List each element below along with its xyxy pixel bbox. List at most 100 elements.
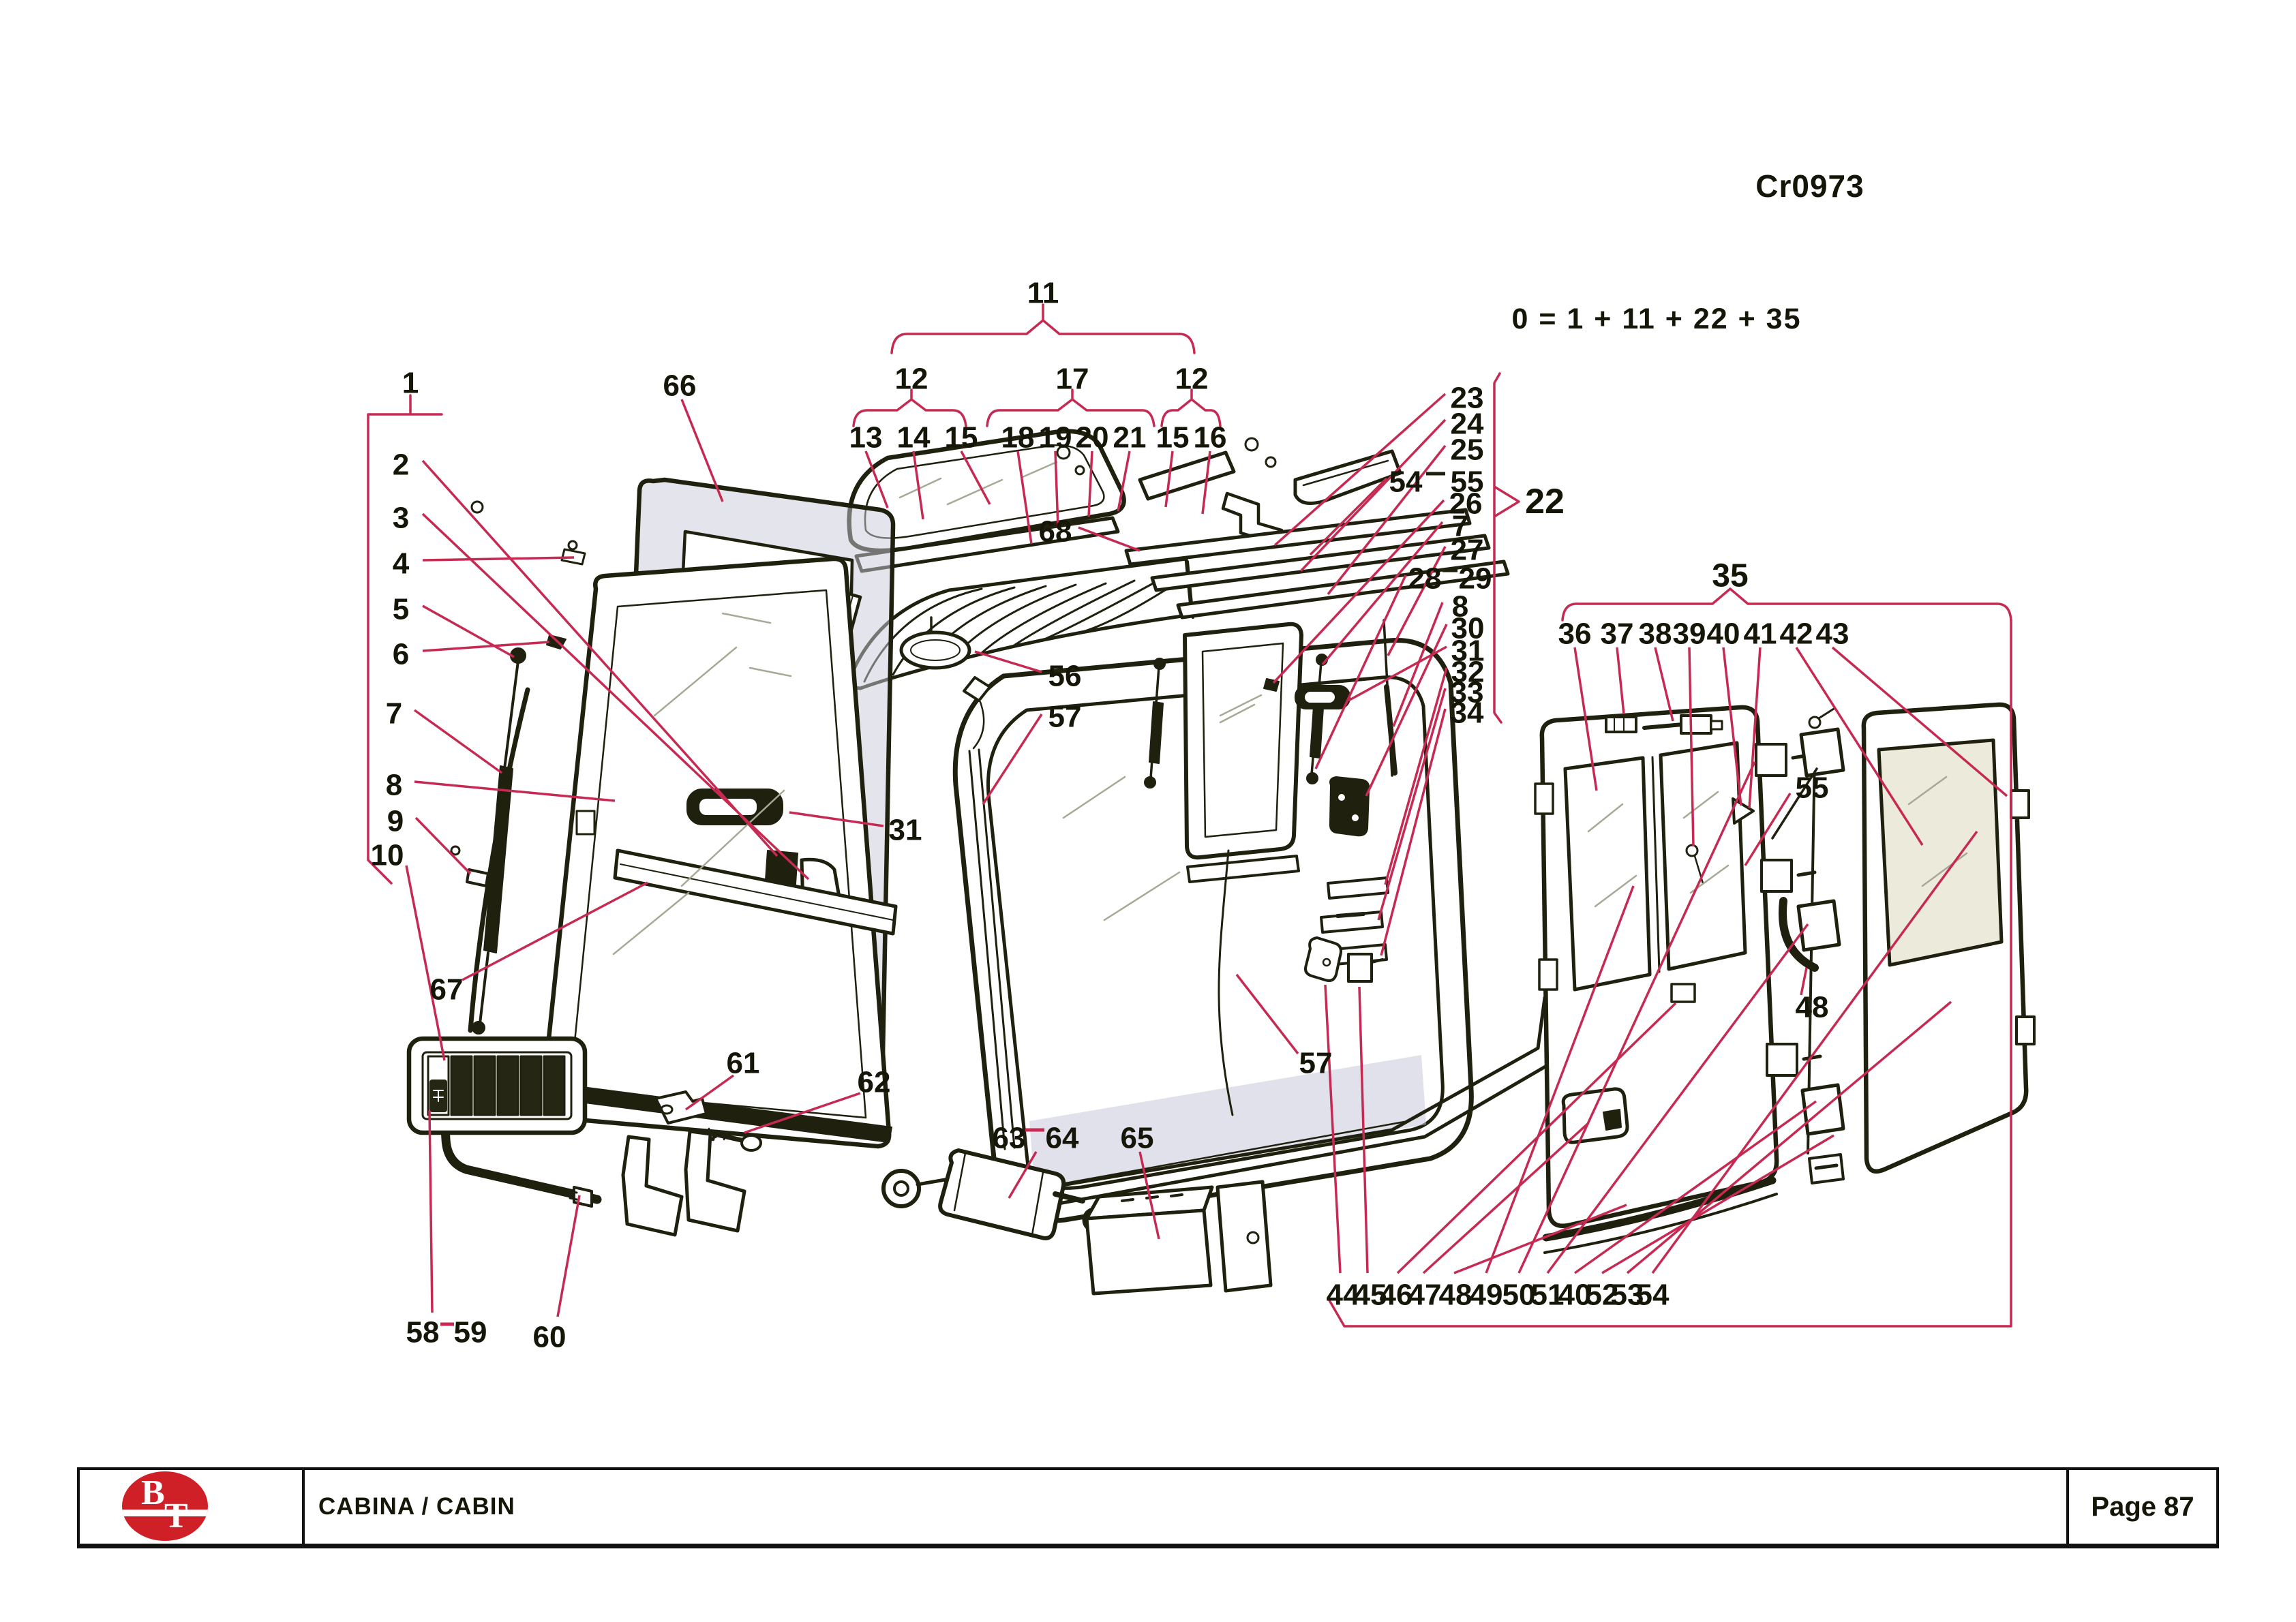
- part-label-46-60: 46: [1380, 1279, 1413, 1312]
- part-label-56-26: 56: [1048, 660, 1082, 693]
- glass-shines: [612, 461, 1968, 955]
- part-label-16-12: 16: [1194, 421, 1227, 455]
- leader-line-25-32: [1327, 444, 1447, 596]
- leader-line-8-40: [1392, 602, 1444, 727]
- brace-12a: [852, 388, 967, 427]
- part-label-60-72: 60: [533, 1321, 567, 1354]
- leader-line-56-26: [974, 650, 1042, 673]
- leader-line-9-21: [414, 816, 472, 875]
- connector-60: [569, 1186, 593, 1208]
- leader-line-48-62: [1453, 1204, 1627, 1274]
- part-label-14-5: 14: [897, 421, 931, 455]
- leader-line-55-56: [1744, 793, 1792, 866]
- leader-line-6-18: [422, 641, 550, 652]
- leader-line-4-16: [422, 556, 575, 562]
- leader-line-38-50: [1654, 647, 1674, 722]
- part-label-52-67: 52: [1586, 1279, 1619, 1312]
- leader-line-57-29: [1235, 973, 1299, 1055]
- part-label-63-75: 63: [993, 1122, 1026, 1155]
- leader-line-53-68: [1626, 1000, 1952, 1274]
- leader-line-62-74: [744, 1092, 861, 1134]
- leader-line-40-66: [1573, 1100, 1817, 1274]
- corner-strip-48: [1779, 897, 1819, 972]
- leader-line-15-11: [1164, 450, 1174, 508]
- footer-title: CABINA / CABIN: [318, 1493, 515, 1520]
- part-label-68-25: 68: [1039, 515, 1072, 549]
- leader-line-8-20: [414, 780, 616, 802]
- part-label-13-4: 13: [849, 421, 883, 455]
- part-label-12-1: 12: [895, 363, 928, 396]
- part-label-17-2: 17: [1056, 363, 1089, 396]
- leader-line-66-23: [680, 399, 724, 502]
- part-label-57-27: 57: [1048, 701, 1082, 734]
- leader-line-54-33: [1309, 477, 1388, 556]
- leader-line-2-14: [421, 459, 779, 857]
- leader-line-47-61: [1422, 1122, 1590, 1274]
- part-label-62-74: 62: [858, 1066, 891, 1099]
- leader-line-31-42: [1348, 645, 1447, 702]
- part-label-5-17: 5: [393, 593, 409, 626]
- leader-line-58-70: [428, 1110, 434, 1313]
- leader-line-67-24: [462, 881, 648, 981]
- part-label-6-18: 6: [393, 638, 409, 671]
- leader-line-33-44: [1377, 688, 1447, 921]
- part-label-7-19: 7: [386, 697, 402, 731]
- part-label-54-69: 54: [1636, 1279, 1670, 1312]
- leader-line-40-52: [1722, 647, 1742, 806]
- leader-line-20-9: [1087, 450, 1093, 517]
- part-label-55-34: 55: [1451, 465, 1484, 499]
- part-label-21-10: 21: [1113, 421, 1147, 455]
- leader-line-37-49: [1616, 647, 1625, 715]
- part-label-18-7: 18: [1001, 421, 1035, 455]
- pillar-trim: [968, 748, 1016, 1150]
- leader-line-34-45: [1380, 708, 1447, 956]
- part-label-36-48: 36: [1558, 617, 1592, 651]
- part-label-49-63: 49: [1470, 1279, 1503, 1312]
- wiper-motor: [1329, 776, 1370, 837]
- leader-line-21-10: [1117, 450, 1131, 512]
- part-label-40-66: 40: [1558, 1279, 1592, 1312]
- assembly-equation: 0 = 1 + 11 + 22 + 35: [1511, 303, 1802, 335]
- part-label-41-53: 41: [1744, 617, 1777, 651]
- switch-panel: [406, 1036, 588, 1135]
- footer-logo-cell: B T: [80, 1470, 305, 1544]
- leader-line-26-35: [1272, 499, 1445, 684]
- part-label-32-43: 32: [1451, 656, 1485, 689]
- part-label-57-29: 57: [1299, 1047, 1333, 1080]
- bracket-22: [1493, 372, 1520, 724]
- part-label-9-21: 9: [387, 805, 404, 838]
- switch-box: [1085, 1180, 1273, 1296]
- part-label-20-9: 20: [1076, 421, 1109, 455]
- leader-line-27-37: [1387, 546, 1447, 656]
- leader-line-5-17: [422, 605, 515, 658]
- leader-line-50-64: [1517, 761, 1756, 1274]
- part-label-15-11: 15: [1156, 421, 1190, 455]
- leader-line-57-27: [982, 714, 1043, 805]
- part-label-2-14: 2: [393, 448, 409, 482]
- gas-strut-left: [1144, 658, 1166, 789]
- foot-brackets: [621, 1129, 746, 1237]
- bracket-1: [367, 394, 443, 885]
- part-label-54-33: 54: [1389, 465, 1423, 499]
- brace-17: [986, 388, 1155, 427]
- bt-logo-letter-t: T: [164, 1497, 188, 1535]
- part-label-33-44: 33: [1451, 676, 1484, 709]
- l-strip: [437, 1058, 602, 1204]
- leader-line-3-15: [421, 512, 810, 881]
- rear-window-assembly: [1144, 619, 1398, 966]
- part-label-4-16: 4: [393, 547, 410, 581]
- part-label-15-6: 15: [945, 421, 978, 455]
- part-label-47-61: 47: [1408, 1279, 1442, 1312]
- part-label-34-45: 34: [1451, 697, 1484, 730]
- group-braces: [367, 303, 2012, 1328]
- part-label-11-0: 11: [1027, 277, 1059, 310]
- leader-line-32-43: [1384, 667, 1448, 885]
- leader-line-10-22: [405, 865, 446, 1061]
- part-label-65-77: 65: [1121, 1122, 1154, 1155]
- part-label-23-30: 23: [1451, 382, 1484, 415]
- leader-line-42-54: [1795, 647, 1924, 846]
- leader-line-45-59: [1358, 986, 1369, 1274]
